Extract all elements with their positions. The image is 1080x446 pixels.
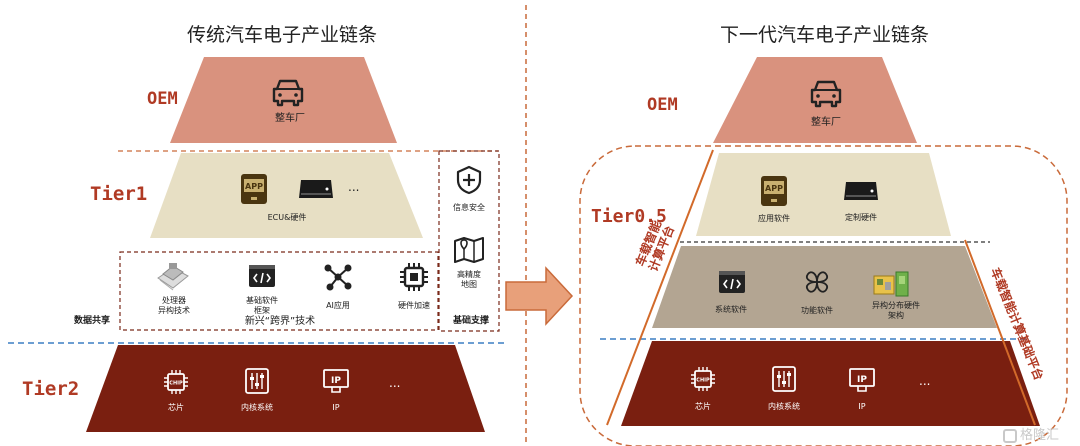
app-icon: APP — [241, 174, 267, 204]
left-mid-item-1: 处理器 异构技术 — [158, 296, 190, 315]
platform-item-1: 系统软件 — [715, 305, 747, 314]
right-car-icon — [810, 80, 842, 108]
custom-hardware-icon — [844, 182, 878, 200]
right-tier2-item-1: 芯片 — [695, 402, 711, 411]
left-tier1-item: ECU&硬件 — [267, 213, 307, 222]
kernel-system-icon — [245, 368, 269, 394]
right-tier05-layer — [696, 153, 951, 236]
function-software-icon — [805, 271, 829, 293]
right-support-item-2: 高精度 地图 — [457, 270, 481, 289]
ip-icon: IP — [323, 369, 349, 393]
heterogeneous-hardware-icon — [873, 271, 909, 297]
right-oem-item: 整车厂 — [811, 117, 841, 128]
svg-text:IP: IP — [331, 376, 341, 386]
svg-text:APP: APP — [765, 184, 783, 193]
left-tier2-item-1: 芯片 — [168, 403, 184, 412]
platform-item-3: 异构分布硬件 架构 — [872, 301, 920, 320]
left-bracket-line — [606, 149, 714, 426]
left-tier2-item-3: IP — [332, 403, 340, 412]
right-ip-icon: IP — [849, 368, 875, 392]
heterogeneous-processor-icon — [157, 263, 189, 291]
left-mid-item-2: 基础软件 框架 — [246, 296, 278, 315]
right-chip-icon: CHIP — [691, 367, 715, 391]
svg-text:CHIP: CHIP — [169, 381, 183, 387]
security-shield-icon — [456, 165, 482, 195]
right-oem-layer — [713, 57, 917, 143]
left-tier2-label: Tier2 — [22, 378, 80, 400]
hd-map-icon — [454, 237, 484, 263]
left-tier2-ellipsis: ... — [389, 376, 401, 390]
right-tier2-layer — [621, 341, 1040, 426]
right-tier2-item-3: IP — [858, 402, 866, 411]
data-share-label: 数据共享 — [73, 316, 110, 326]
right-kernel-system-icon — [772, 366, 796, 392]
right-tier05-label: Tier0.5 — [591, 206, 667, 227]
left-title: 传统汽车电子产业链条 — [187, 24, 378, 46]
left-mid-item-3: AI应用 — [326, 301, 350, 310]
watermark: 格隆汇 — [1003, 424, 1059, 443]
right-bracket-line — [964, 239, 1036, 426]
chip-icon: CHIP — [164, 370, 188, 394]
right-title: 下一代汽车电子产业链条 — [720, 24, 930, 46]
left-mid-caption: 新兴“跨界”技术 — [244, 316, 316, 327]
left-tier1-ellipsis: ... — [348, 180, 360, 194]
ai-network-icon — [324, 264, 352, 291]
svg-text:IP: IP — [857, 375, 867, 385]
left-tier2-layer — [86, 345, 485, 432]
svg-text:CHIP: CHIP — [696, 378, 710, 384]
base-support-label: 基础支撑 — [452, 316, 489, 326]
left-mid-item-4: 硬件加速 — [398, 301, 430, 310]
right-tier2-ellipsis: ... — [919, 374, 931, 388]
left-tech-box — [119, 251, 439, 331]
left-support-box — [438, 150, 500, 332]
svg-text:APP: APP — [245, 182, 263, 191]
right-platform-layer — [652, 246, 997, 328]
car-icon — [272, 79, 304, 107]
right-tier2-item-2: 内核系统 — [768, 402, 800, 411]
right-app-icon: APP — [761, 176, 787, 206]
right-oem-label: OEM — [647, 95, 678, 115]
right-support-item-1: 信息安全 — [453, 203, 485, 212]
left-tier2-item-2: 内核系统 — [241, 403, 273, 412]
left-tier1-label: Tier1 — [90, 183, 148, 205]
hardware-box-icon — [299, 180, 333, 198]
hardware-acceleration-icon — [400, 263, 428, 291]
watermark-logo-icon — [1003, 428, 1017, 443]
right-tier05-item-1: 应用软件 — [758, 214, 790, 223]
platform-item-2: 功能软件 — [801, 306, 833, 315]
left-oem-item: 整车厂 — [275, 113, 305, 124]
transition-arrow — [505, 266, 574, 326]
system-software-icon — [719, 271, 745, 293]
right-tier05-item-2: 定制硬件 — [845, 213, 877, 222]
code-framework-icon — [249, 265, 275, 287]
left-tier1-layer — [150, 153, 423, 238]
left-oem-label: OEM — [147, 89, 178, 109]
